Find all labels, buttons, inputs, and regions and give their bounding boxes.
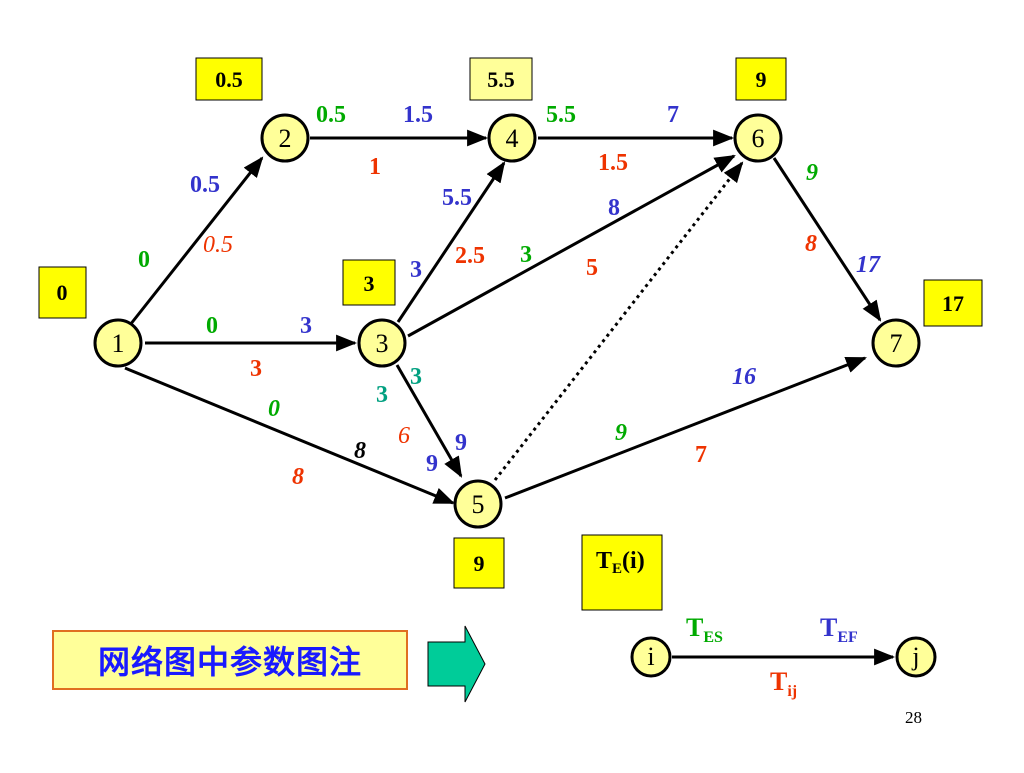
node-5-label: 5 [472, 490, 485, 519]
node-2: 2 [260, 113, 310, 163]
edge-4-6-duration: 1.5 [598, 150, 628, 176]
edge-3-5-es: 3 [376, 382, 388, 408]
node-1: 1 [93, 318, 143, 368]
legend-caption: 网络图中参数图注 [97, 643, 362, 681]
legend-caption-box: 网络图中参数图注 [52, 630, 408, 690]
svg-text:i: i [647, 642, 654, 671]
edge-4-6-es: 5.5 [546, 102, 576, 128]
page-number: 28 [905, 708, 922, 727]
node-3: 3 [357, 318, 407, 368]
node-4-label: 4 [506, 124, 519, 153]
edge-6-7-ef: 17 [856, 252, 881, 278]
legend-node-i: i [630, 636, 672, 678]
node-1-label: 1 [112, 329, 125, 358]
edge-1-2-es: 0 [138, 247, 150, 273]
edge-1-5 [124, 366, 455, 505]
edge-2-4-duration: 1 [369, 154, 381, 180]
edge-1-5-ef: 8 [354, 438, 366, 464]
legend-node-j: j [895, 636, 937, 678]
legend-tes: TES [686, 613, 723, 646]
edge-labels: 0 0.5 0.5 0 3 3 0 8 8 0.5 1.5 1 3 5.5 2.… [138, 102, 881, 490]
edge-3-4-es: 3 [410, 257, 422, 283]
legend-tef: TEF [820, 613, 858, 646]
edge-3-6-ef: 8 [608, 195, 620, 221]
time-box-7: 17 [923, 279, 983, 327]
node-5: 5 [453, 479, 503, 529]
edge-1-3-ef: 3 [300, 313, 312, 339]
edge-1-3-duration: 3 [250, 356, 262, 382]
edge-1-2-ef: 0.5 [190, 172, 220, 198]
edge-3-5-ef: 9 [426, 451, 438, 477]
edge-1-2-duration: 0.5 [203, 232, 233, 258]
svg-text:TE(i): TE(i) [596, 548, 645, 577]
edge-5-7-es: 9 [615, 420, 627, 446]
edge-2-4-es: 0.5 [316, 102, 346, 128]
edge-3-5-es-alt: 3 [410, 364, 422, 390]
edge-2-4-ef: 1.5 [403, 102, 433, 128]
nodes: 1 2 3 4 5 6 7 [93, 113, 921, 529]
right-arrow-icon [427, 625, 486, 703]
edge-3-5-ef-alt: 9 [455, 430, 467, 456]
node-7-label: 7 [890, 329, 903, 358]
svg-text:5.5: 5.5 [487, 67, 515, 92]
node-7: 7 [871, 318, 921, 368]
edge-6-7 [772, 157, 882, 322]
svg-text:9: 9 [474, 551, 485, 576]
edge-5-7-duration: 7 [695, 442, 707, 468]
edge-3-5 [395, 364, 463, 478]
node-2-label: 2 [279, 124, 292, 153]
node-6-label: 6 [752, 124, 765, 153]
edge-3-6-es: 3 [520, 242, 532, 268]
legend-te-box: TE(i) [581, 534, 663, 611]
time-box-5: 9 [453, 537, 505, 589]
edges [124, 129, 882, 505]
edge-1-3-es: 0 [206, 313, 218, 339]
edge-6-7-es: 9 [806, 160, 818, 186]
node-6: 6 [733, 113, 783, 163]
node-3-label: 3 [376, 329, 389, 358]
legend: TE(i) i j TES TEF Tij [581, 534, 937, 700]
edge-1-2 [128, 156, 264, 326]
svg-text:17: 17 [942, 291, 964, 316]
edge-4-6-ef: 7 [667, 102, 679, 128]
edge-3-6 [407, 154, 736, 338]
time-box-6: 9 [735, 57, 787, 101]
edge-5-7-ef: 16 [732, 364, 756, 390]
edge-5-7 [504, 356, 867, 500]
svg-text:0: 0 [57, 280, 68, 305]
legend-tij: Tij [770, 667, 797, 700]
edge-1-5-es: 0 [268, 396, 280, 422]
edge-6-7-duration: 8 [805, 231, 817, 257]
edge-3-6-duration: 5 [586, 255, 598, 281]
svg-text:0.5: 0.5 [215, 67, 243, 92]
edge-3-4-ef: 5.5 [442, 185, 472, 211]
svg-text:3: 3 [364, 271, 375, 296]
svg-text:j: j [911, 642, 919, 671]
node-4: 4 [487, 113, 537, 163]
edge-1-5-duration: 8 [292, 464, 304, 490]
edge-3-4-duration: 2.5 [455, 243, 485, 269]
time-box-2: 0.5 [195, 57, 263, 101]
time-box-4: 5.5 [469, 57, 533, 101]
time-box-1: 0 [38, 266, 87, 319]
edge-3-4 [396, 161, 506, 323]
time-boxes: 0 0.5 3 5.5 9 9 17 [38, 57, 983, 589]
svg-text:9: 9 [756, 67, 767, 92]
edge-3-5-duration: 6 [398, 423, 410, 449]
time-box-3: 3 [342, 259, 396, 306]
